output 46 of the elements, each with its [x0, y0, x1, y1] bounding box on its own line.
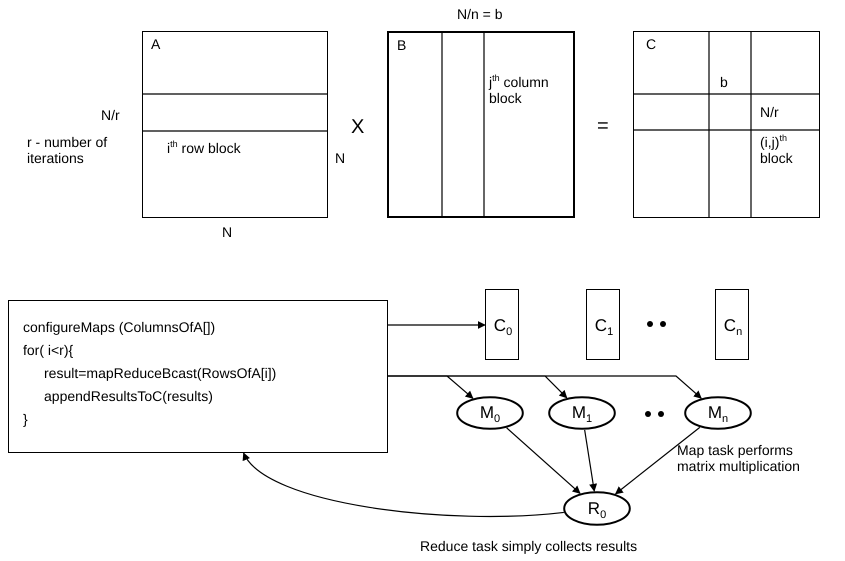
code-line: for( i<r){ — [23, 342, 74, 358]
node-label: C$_{n}$ — [722, 316, 744, 334]
map-task-ellipse — [684, 396, 752, 430]
column-block-box — [715, 289, 749, 360]
matrix-box — [633, 31, 820, 218]
operator-sign: = — [597, 115, 609, 137]
arrow — [388, 321, 486, 329]
node-label: R$_{0}$ — [586, 500, 608, 518]
code-line: appendResultsToC(results) — [44, 388, 213, 404]
matrix-name: C — [646, 36, 656, 52]
block-label: (i,j)$^{th}$ block — [760, 134, 794, 166]
annotation-text: r - number of iterations — [27, 134, 108, 166]
operator-sign: X — [351, 116, 364, 138]
node-label: M$_{1}$ — [570, 404, 594, 422]
dimension-label: N/r — [101, 107, 120, 123]
dimension-label: N — [335, 150, 346, 166]
annotation-text: Map task performs matrix multiplication — [677, 442, 801, 474]
matrix-name: B — [397, 37, 406, 53]
code-line: } — [23, 411, 28, 427]
map-task-ellipse — [548, 396, 616, 430]
dimension-label: b — [720, 74, 728, 90]
dimension-label: N/n = b — [457, 6, 503, 22]
block-label: j$^{th}$ column block — [489, 74, 550, 106]
code-line: configureMaps (ColumnsOfA[]) — [23, 319, 216, 335]
node-label: C$_{1}$ — [594, 316, 614, 334]
code-line: result=mapReduceBcast(RowsOfA[i]) — [44, 365, 276, 381]
arrow — [584, 430, 598, 492]
node-label: M$_{n}$ — [706, 404, 730, 422]
arrow — [243, 452, 564, 517]
matrix-box — [142, 31, 328, 218]
arrow — [388, 375, 702, 399]
reduce-task-ellipse — [563, 491, 631, 526]
node-label: M$_{0}$ — [478, 404, 502, 422]
matrix-box — [387, 31, 575, 218]
column-block-box — [485, 289, 519, 360]
code-box — [8, 300, 388, 453]
dimension-label: N — [222, 224, 232, 240]
column-block-box — [586, 289, 620, 360]
map-task-ellipse — [456, 396, 524, 430]
dimension-label: N/r — [760, 104, 779, 120]
matrix-name: A — [151, 36, 160, 52]
block-label: i$^{th}$ row block — [167, 140, 241, 156]
node-label: C$_{0}$ — [492, 316, 514, 334]
arrow — [614, 426, 700, 494]
annotation-text: Reduce task simply collects results — [420, 538, 638, 554]
arrow — [506, 427, 581, 494]
